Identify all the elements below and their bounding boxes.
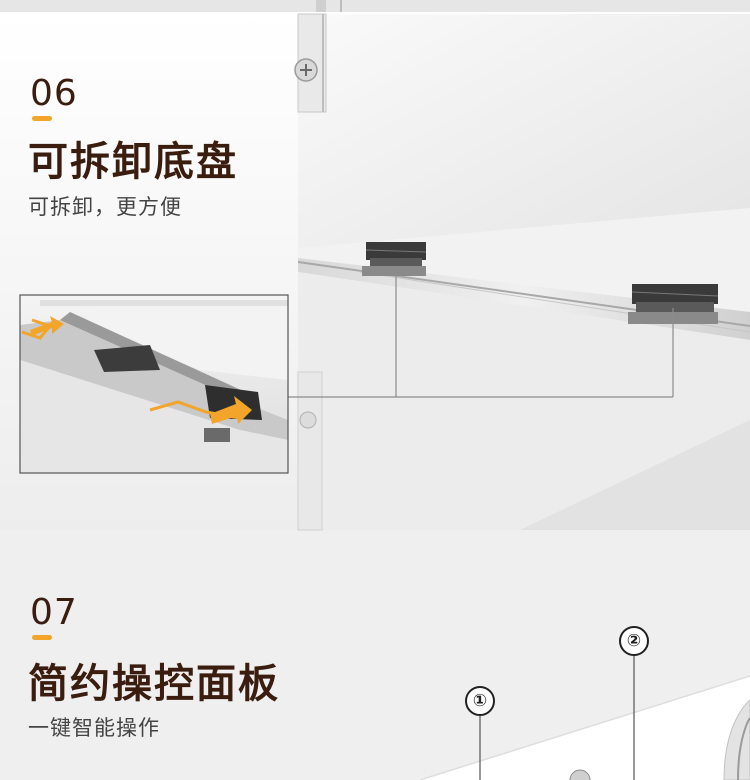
machine-side-panel <box>298 14 750 250</box>
section-title: 可拆卸底盘 <box>28 139 238 185</box>
section-subtitle: 可拆卸，更方便 <box>28 195 182 219</box>
arrow-icon <box>210 396 252 424</box>
section-number: 06 <box>30 73 78 114</box>
accent-bar <box>32 116 52 121</box>
previous-section-edge <box>0 0 750 12</box>
accent-bar <box>32 635 52 640</box>
callout-connector <box>288 268 674 398</box>
marker-2: ② <box>619 626 649 656</box>
zoom-inset <box>19 294 289 474</box>
section-subtitle: 一键智能操作 <box>28 716 160 740</box>
arrow-icon <box>30 316 64 336</box>
marker-1: ① <box>465 686 495 716</box>
section-title: 简约操控面板 <box>28 661 280 707</box>
section-number: 07 <box>30 592 78 633</box>
tray-clip-left <box>362 242 427 276</box>
